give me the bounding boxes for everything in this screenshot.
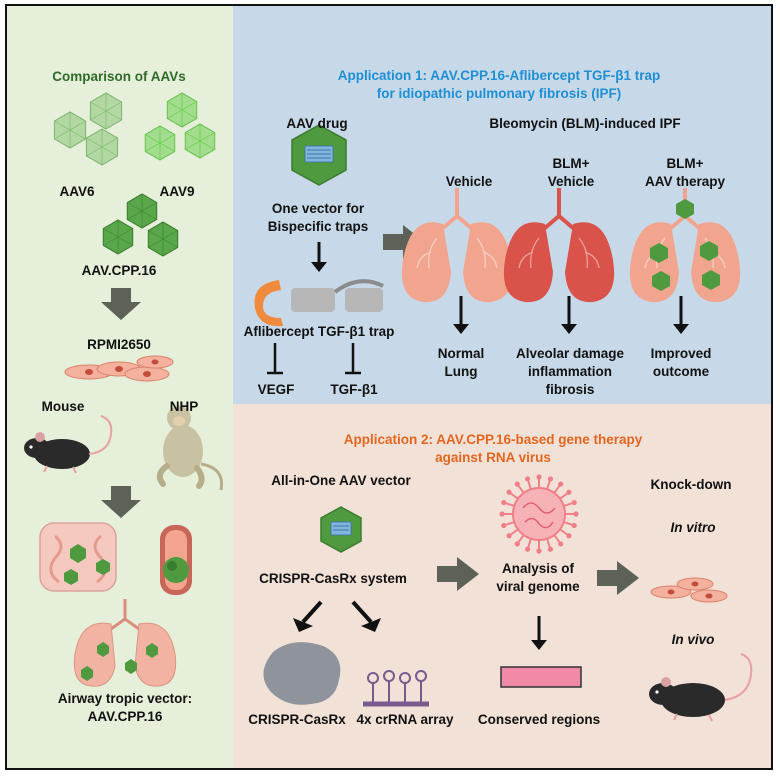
aav6-label: AAV6 xyxy=(59,184,95,199)
application-1-panel: Application 1: AAV.CPP.16-Aflibercept TG… xyxy=(233,6,771,404)
aav6-capsid-icon xyxy=(53,92,123,166)
aavcpp16-capsid-icon xyxy=(102,193,179,257)
normal-line2: Lung xyxy=(444,364,478,379)
blm-vehicle-line1: BLM+ xyxy=(552,156,590,171)
app2-artwork xyxy=(263,474,753,722)
aav-comparison-title: Comparison of AAVs xyxy=(52,69,186,84)
mouse-icon xyxy=(24,415,113,474)
lung-icon xyxy=(501,186,617,305)
arrow-icon xyxy=(531,616,547,650)
conserved-regions-label: Conserved regions xyxy=(477,712,601,727)
aav-comparison-panel: Comparison of AAVs AAV6 AAV9 AAV.CPP.16 … xyxy=(7,6,233,768)
application-2-panel: Application 2: AAV.CPP.16-based gene the… xyxy=(233,404,771,768)
crispr-casrx-label: CRISPR-CasRx xyxy=(248,712,346,727)
conserved-region-icon xyxy=(500,666,582,688)
arrow-icon xyxy=(561,296,577,334)
lung-icon xyxy=(627,186,743,305)
improved-line1: Improved xyxy=(650,346,712,361)
analysis-line2: viral genome xyxy=(496,579,580,594)
blm-aav-line1: BLM+ xyxy=(666,156,704,171)
arrow-icon xyxy=(101,288,141,320)
mouse-icon xyxy=(649,653,753,722)
aav-capsid-icon xyxy=(320,506,362,553)
arrow-icon xyxy=(293,600,323,632)
virus-icon xyxy=(499,474,579,554)
one-vector-line2: Bispecific traps xyxy=(267,219,369,234)
app2-title-line2: against RNA virus xyxy=(435,450,551,465)
inhibition-icon xyxy=(345,343,361,375)
all-in-one-label: All-in-One AAV vector xyxy=(271,473,411,488)
arrow-icon xyxy=(351,600,381,632)
vehicle-label: Vehicle xyxy=(445,174,493,189)
blm-vehicle-line2: Vehicle xyxy=(547,174,595,189)
crispr-system-label: CRISPR-CasRx system xyxy=(259,571,407,586)
cell-icon xyxy=(650,577,728,603)
damage-line2: inflammation xyxy=(527,364,613,379)
nasal-cavity-icon xyxy=(39,522,117,592)
aav-capsid-icon xyxy=(291,124,347,186)
crrna-array-icon xyxy=(363,670,429,707)
aavcpp16-label: AAV.CPP.16 xyxy=(81,263,157,278)
inhibition-icon xyxy=(267,343,283,375)
arrow-icon xyxy=(437,557,479,591)
knockdown-label: Knock-down xyxy=(650,477,732,492)
in-vitro-label: In vitro xyxy=(670,520,716,535)
app1-title-line2: for idiopathic pulmonary fibrosis (IPF) xyxy=(376,86,622,101)
arrow-icon xyxy=(101,486,141,518)
in-vivo-label: In vivo xyxy=(671,632,715,647)
arrow-icon xyxy=(673,296,689,334)
arrow-icon xyxy=(453,296,469,334)
rpmi2650-label: RPMI2650 xyxy=(87,337,151,352)
trap-label: Aflibercept TGF-β1 trap xyxy=(243,324,395,339)
crrna-array-label: 4x crRNA array xyxy=(356,712,454,727)
normal-line1: Normal xyxy=(437,346,485,361)
monkey-icon xyxy=(156,406,224,491)
cell-icon xyxy=(64,355,174,382)
damage-line1: Alveolar damage xyxy=(515,346,625,361)
blm-aav-line2: AAV therapy xyxy=(644,174,726,189)
blm-model-label: Bleomycin (BLM)-induced IPF xyxy=(489,116,681,131)
arrow-icon xyxy=(383,225,425,259)
arrow-icon xyxy=(311,242,327,272)
aav9-label: AAV9 xyxy=(159,184,195,199)
casrx-protein-icon xyxy=(263,642,341,705)
graphical-abstract: Comparison of AAVs AAV6 AAV9 AAV.CPP.16 … xyxy=(5,4,773,770)
trachea-icon xyxy=(160,525,192,595)
analysis-line1: Analysis of xyxy=(501,561,575,576)
nhp-label: NHP xyxy=(169,399,199,414)
aav-drug-label: AAV drug xyxy=(286,116,348,131)
one-vector-line1: One vector for xyxy=(271,201,365,216)
aav9-capsid-icon xyxy=(144,92,216,161)
mouse-label: Mouse xyxy=(41,399,85,414)
conclusion-line1: Airway tropic vector: xyxy=(57,691,193,706)
left-panel-artwork xyxy=(24,92,224,687)
antibody-trap-icon xyxy=(254,279,384,327)
app2-title-line1: Application 2: AAV.CPP.16-based gene the… xyxy=(343,432,643,447)
vegf-label: VEGF xyxy=(257,382,295,397)
conclusion-line2: AAV.CPP.16 xyxy=(87,709,163,724)
app1-artwork xyxy=(254,124,743,375)
tgfb1-label: TGF-β1 xyxy=(330,382,378,397)
arrow-icon xyxy=(597,561,639,595)
app1-title-line1: Application 1: AAV.CPP.16-Aflibercept TG… xyxy=(337,68,661,83)
damage-line3: fibrosis xyxy=(545,382,595,397)
improved-line2: outcome xyxy=(652,364,710,379)
lung-icon xyxy=(73,599,177,687)
lung-icon xyxy=(399,186,515,305)
